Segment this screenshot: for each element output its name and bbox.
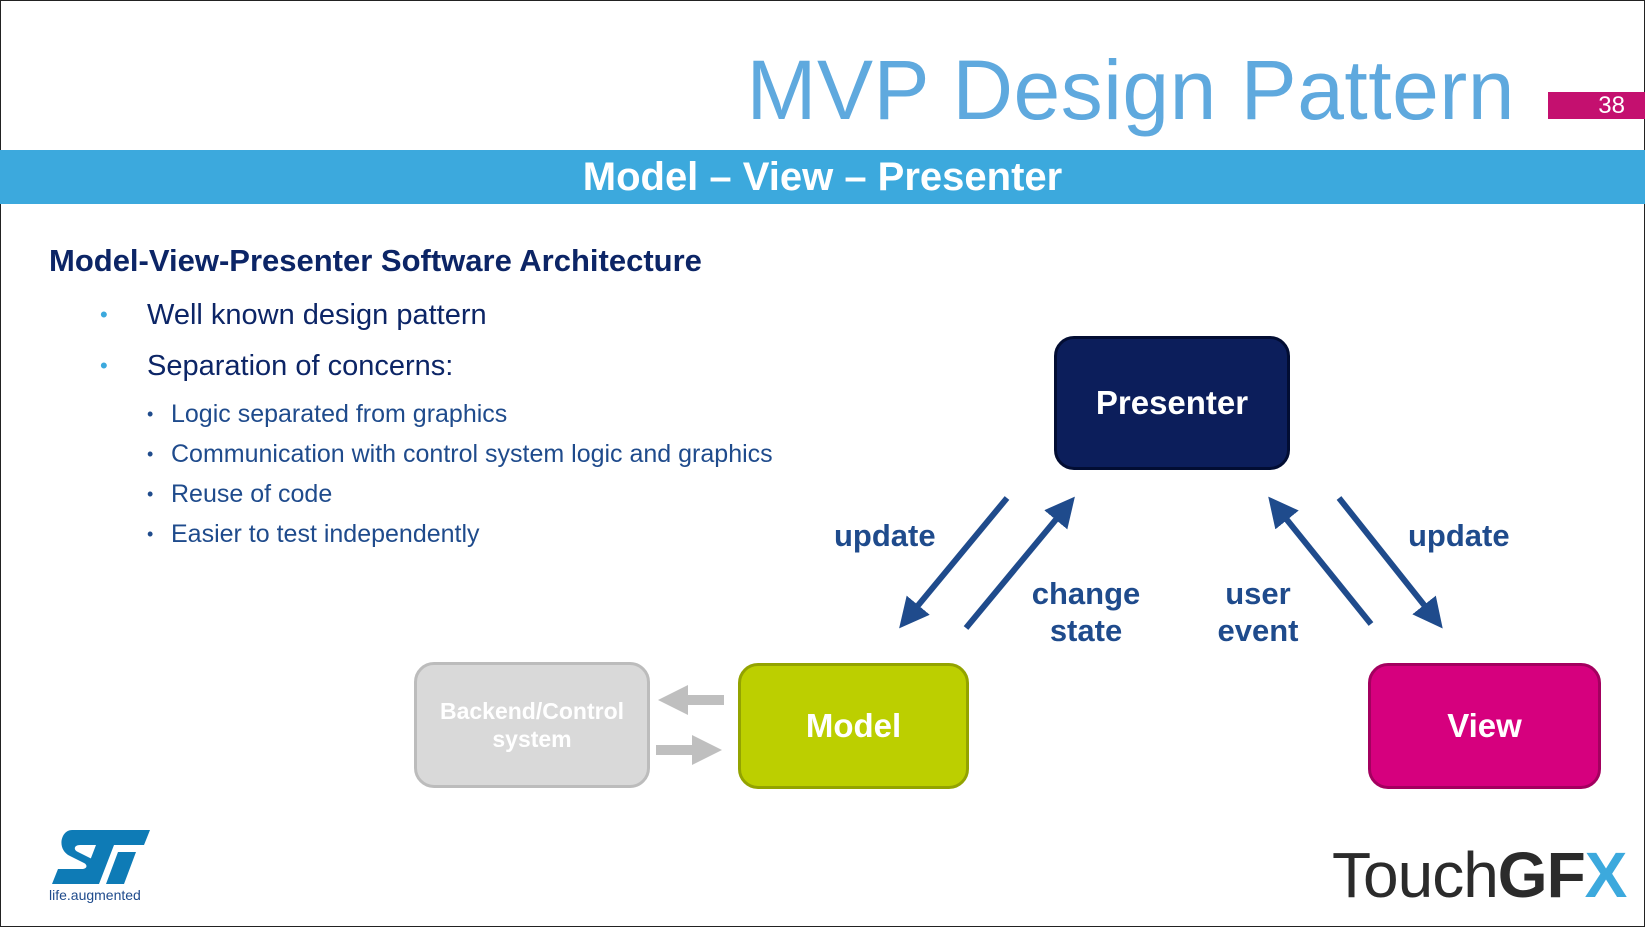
update-label-left: update: [834, 518, 936, 553]
st-logo-icon: [52, 830, 150, 884]
user-label-line2: event: [1217, 613, 1299, 648]
brand-prefix: Touch: [1332, 839, 1499, 911]
sub-bullet-text: Logic separated from graphics: [171, 400, 508, 428]
list-item: • Well known design pattern: [100, 290, 487, 341]
bullet-icon: •: [147, 444, 154, 464]
user-event-label: user event: [1203, 575, 1313, 649]
update-label-right: update: [1408, 518, 1510, 553]
brand-x: X: [1584, 839, 1628, 911]
touchgfx-logo: TouchGFX: [1332, 838, 1628, 912]
bullet-text: Separation of concerns:: [147, 350, 454, 382]
slide-title: MVP Design Pattern: [746, 43, 1515, 137]
bullet-icon: •: [147, 524, 154, 544]
sub-bullet-text: Communication with control system logic …: [171, 440, 773, 468]
bullet-text: Well known design pattern: [147, 299, 487, 331]
bullet-icon: •: [100, 302, 108, 327]
user-label-line1: user: [1225, 576, 1291, 611]
update-arrow-right: [1336, 496, 1443, 629]
list-item: • Logic separated from graphics: [147, 396, 773, 436]
user-event-arrow: [1268, 496, 1374, 626]
bullet-icon: •: [147, 484, 154, 504]
list-item: • Reuse of code: [147, 476, 773, 516]
list-item: • Easier to test independently: [147, 516, 773, 556]
model-box: Model: [738, 663, 969, 789]
change-state-label: change state: [1026, 575, 1146, 649]
change-label-line2: state: [1049, 613, 1123, 648]
list-item: • Separation of concerns:: [100, 341, 487, 392]
bullet-list: • Well known design pattern • Separation o…: [100, 290, 487, 392]
subtitle-band: Model – View – Presenter: [0, 150, 1645, 204]
bullet-icon: •: [100, 353, 108, 378]
page-number-badge: 38: [1548, 92, 1645, 119]
backend-control-box: Backend/Control system: [414, 662, 650, 788]
update-arrow-left: [899, 496, 1010, 629]
backend-label-line1: Backend/Control: [439, 698, 625, 724]
section-heading: Model-View-Presenter Software Architectu…: [49, 243, 702, 278]
change-state-arrow: [963, 496, 1075, 630]
view-box: View: [1368, 663, 1601, 789]
st-tagline: life.augmented: [49, 887, 141, 903]
backend-label-line2: system: [492, 726, 572, 752]
sub-bullet-list: • Logic separated from graphics • Communic…: [147, 396, 773, 556]
list-item: • Communication with control system logic…: [147, 436, 773, 476]
change-label-line1: change: [1031, 576, 1141, 611]
presenter-box: Presenter: [1054, 336, 1290, 470]
sub-bullet-text: Easier to test independently: [171, 520, 480, 548]
bullet-icon: •: [147, 404, 154, 424]
brand-bold: GF: [1497, 839, 1586, 911]
sub-bullet-text: Reuse of code: [171, 480, 333, 508]
